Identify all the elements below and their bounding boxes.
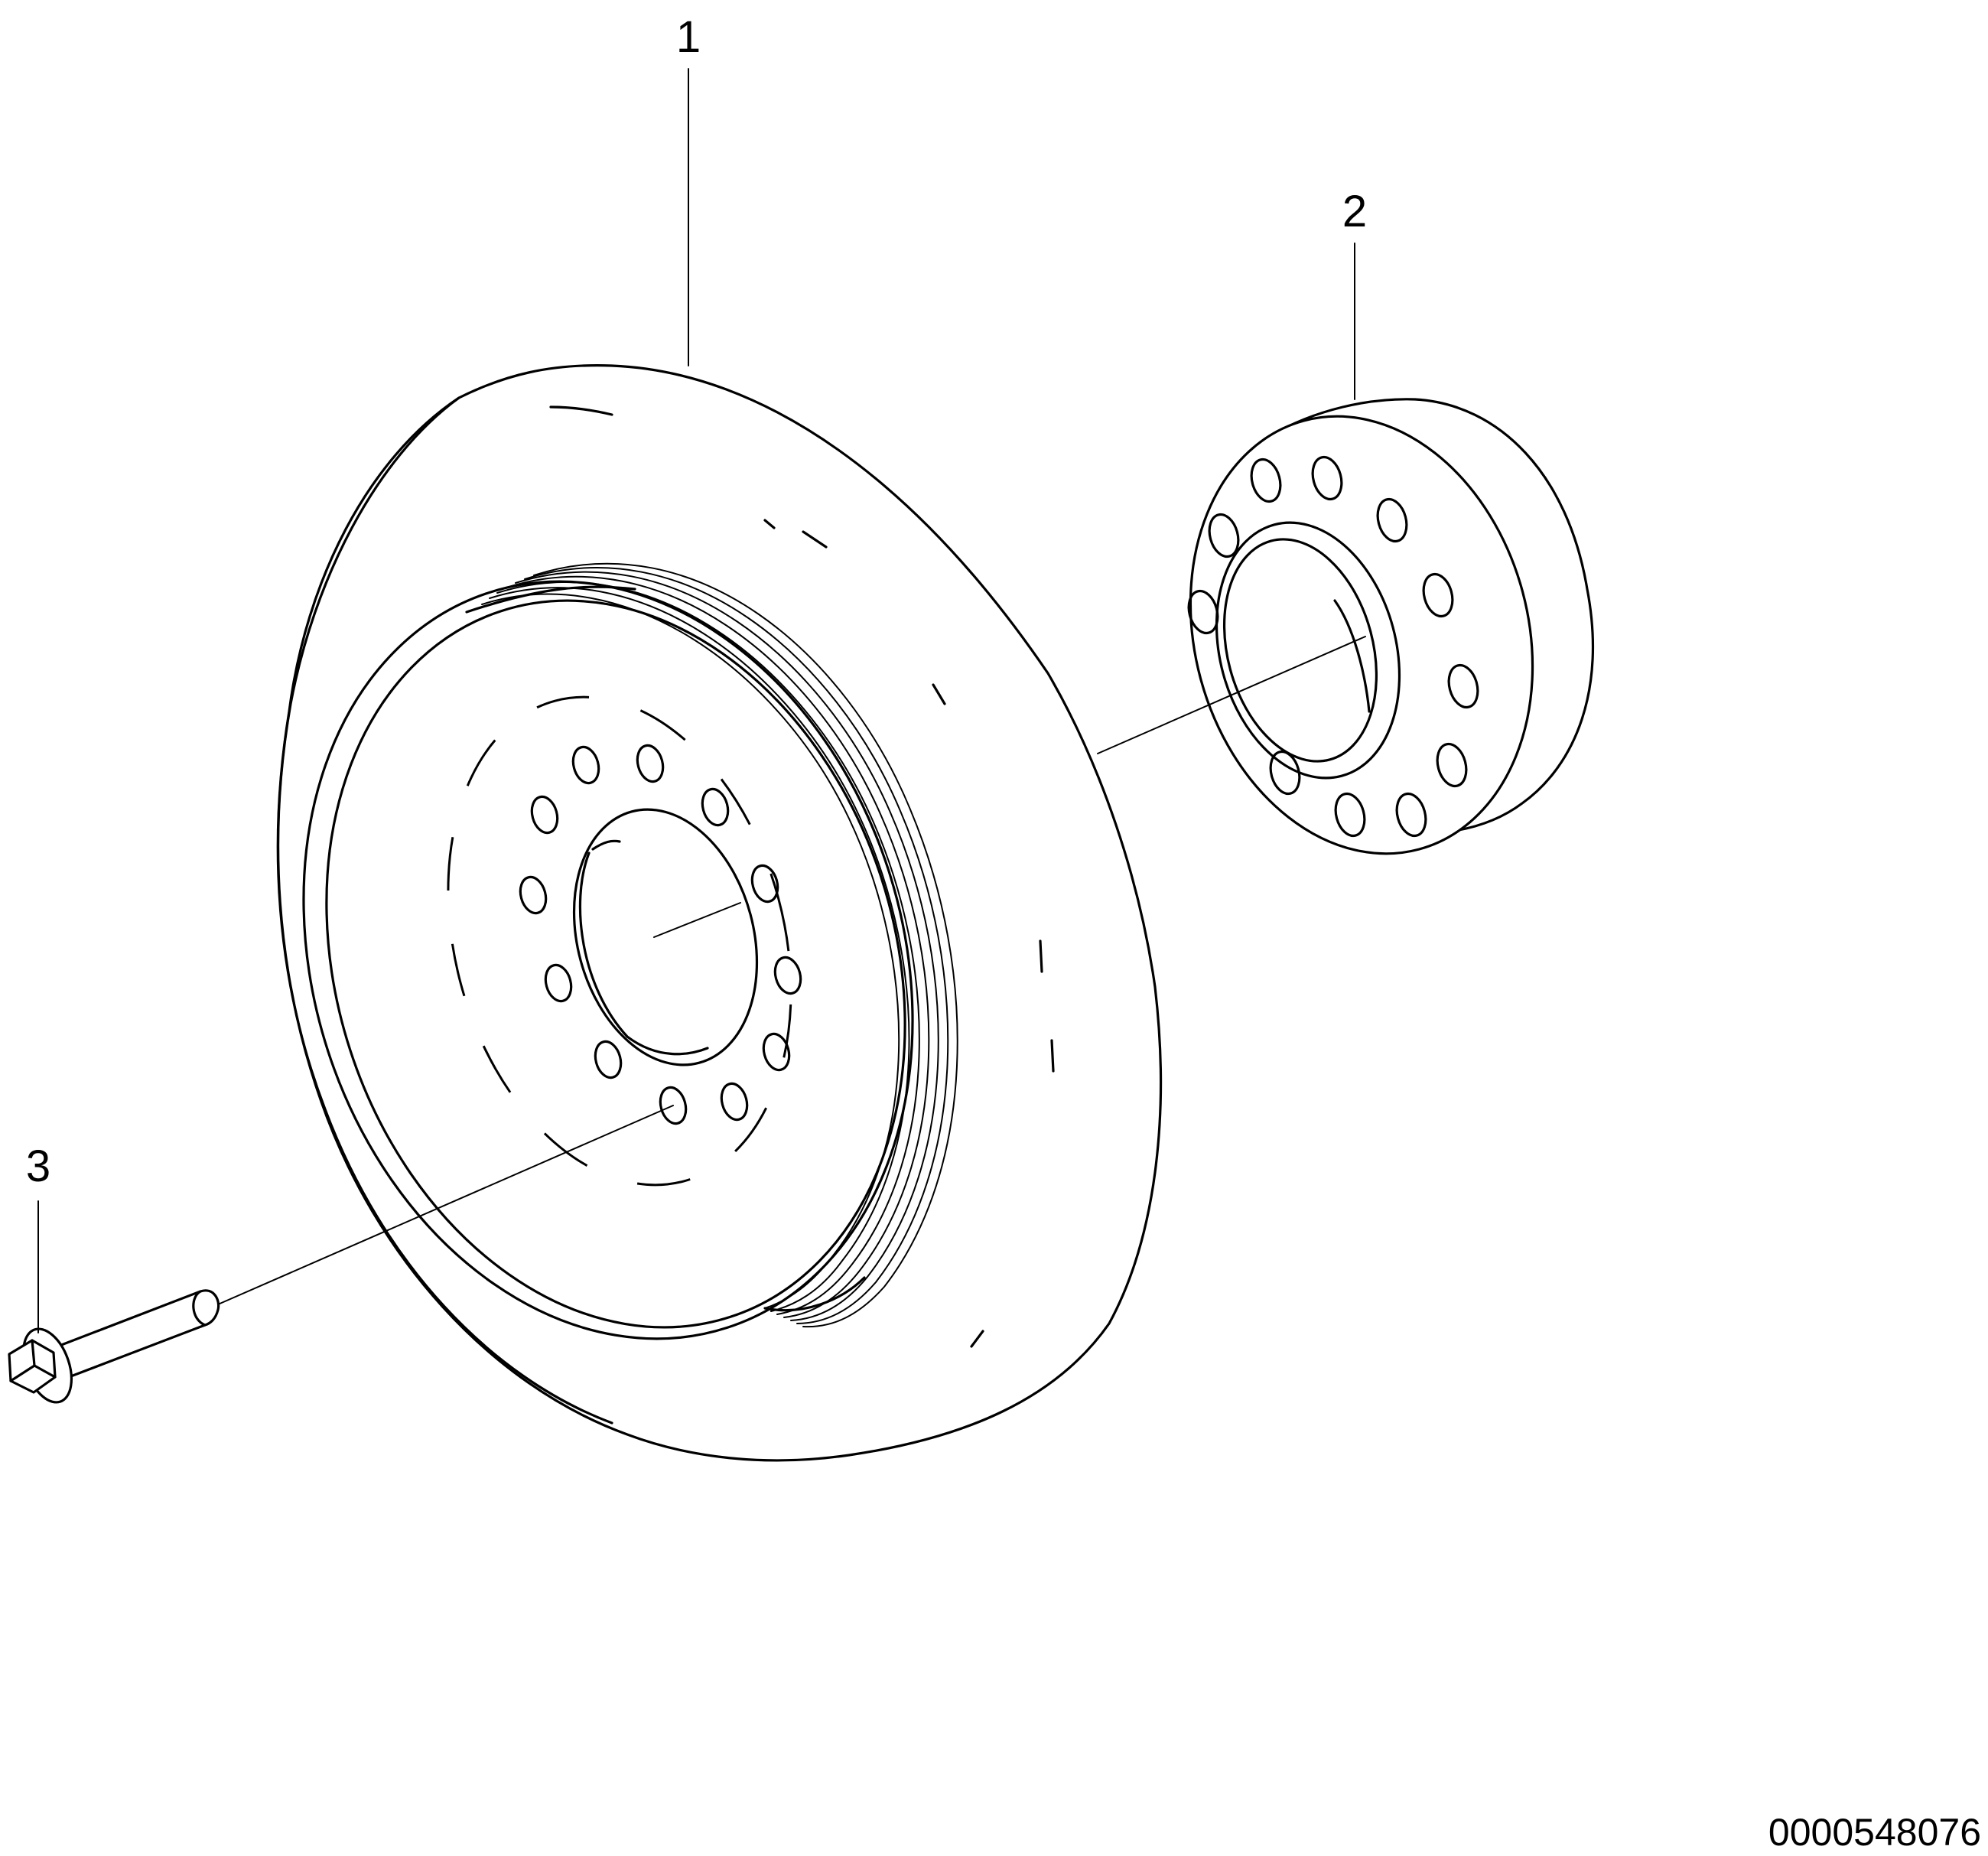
hub-bore	[1222, 538, 1378, 763]
pulley-outer-body	[277, 364, 1163, 1462]
drawing-number: 0000548076	[1768, 1811, 1981, 1854]
pulley-front-plate	[302, 580, 914, 1340]
hub-to-pulley-leader	[1097, 636, 1366, 754]
pulley-front-plate-inner	[325, 599, 906, 1329]
hub-bolt-holes	[1187, 455, 1479, 838]
pulley-face-outer-ellipse	[276, 396, 613, 1425]
hub-bore-ring	[1215, 521, 1401, 780]
hub-bore-step	[1333, 599, 1371, 713]
pulley-belt-grooves	[465, 562, 958, 1328]
callout-2-number: 2	[1342, 187, 1367, 236]
callout-1: 1	[676, 12, 701, 366]
pulley-damper-part	[276, 364, 1163, 1462]
flange-bolt-part	[8, 1105, 674, 1404]
callout-2: 2	[1342, 187, 1367, 400]
pulley-center-bore	[572, 808, 759, 1066]
callout-3: 3	[26, 1141, 50, 1333]
callout-1-number: 1	[676, 12, 701, 62]
callout-3-number: 3	[26, 1141, 50, 1191]
pulley-center-axis	[653, 902, 741, 938]
bolt-to-pulley-leader	[217, 1105, 674, 1305]
pulley-rim-marks	[549, 405, 1055, 1348]
hub-adapter-part	[1097, 398, 1595, 855]
pulley-bolt-holes	[519, 744, 802, 1125]
bolt-shank	[56, 1289, 220, 1379]
pulley-hub-hidden-circle	[447, 695, 792, 1187]
